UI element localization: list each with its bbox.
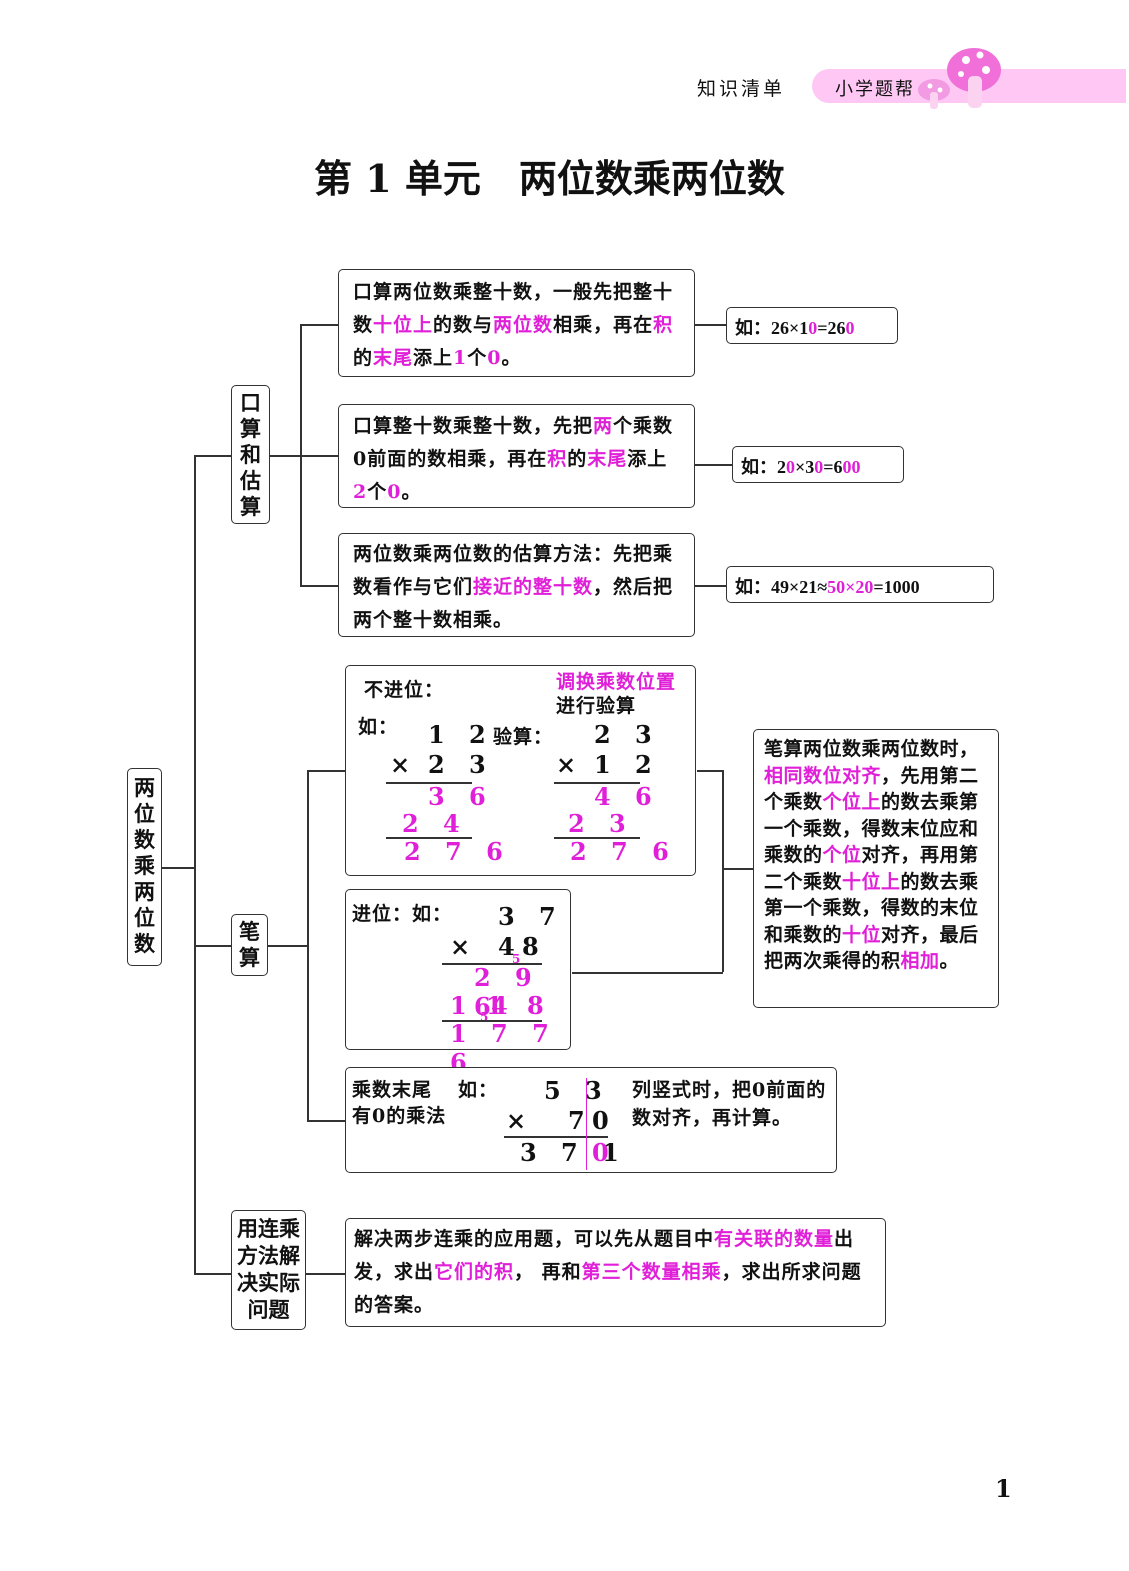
written-zero-end: 乘数末尾 有0的乘法 如： 5 3 × 7 0 3 7 1 0 列竖式时，把0前…	[345, 1067, 837, 1173]
no-carry-title: 不进位：	[364, 679, 445, 701]
chain-rule: 解决两步连乘的应用题，可以先从题目中有关联的数量出发，求出它们的积， 再和第三个…	[345, 1218, 886, 1327]
oral-rule-estimate: 两位数乘两位数的估算方法：先把乘数看作与它们接近的整十数，然后把两个整十数相乘。	[338, 533, 695, 637]
page-title: 第 1 单元 两位数乘两位数	[314, 156, 785, 201]
branch-written: 笔算	[231, 914, 268, 976]
mushroom-icon	[918, 48, 1001, 109]
page-number: 1	[995, 1474, 1012, 1503]
check-label: 验算：	[493, 726, 554, 748]
oral-example-1: 如：26×10=260	[726, 307, 898, 344]
oral-example-2: 如：20×30=600	[732, 446, 904, 483]
no-carry-eg: 如：	[358, 716, 399, 738]
oral-rule-2: 口算整十数乘整十数，先把两个乘数0前面的数相乘，再在积的末尾添上2个0。	[338, 404, 695, 508]
header-badge: 小学题帮	[835, 79, 915, 100]
branch-chain-multiplication: 用连乘方法解 决实际问题	[231, 1210, 306, 1330]
branch-oral-estimate: 口算和 估算	[231, 385, 270, 524]
header-left-text: 知识清单	[697, 78, 786, 100]
root-topic: 两位数 乘两位数	[127, 768, 162, 966]
oral-example-3: 如：49×21≈50×20=1000	[726, 566, 994, 603]
written-no-carry: 不进位： 如： 1 2 × 2 3 3 6 2 4 2 7 6 调换乘数位置 进…	[345, 665, 696, 876]
swap-note: 调换乘数位置	[556, 671, 677, 693]
verify-note: 进行验算	[556, 695, 637, 717]
oral-rule-1: 口算两位数乘整十数，一般先把整十数十位上的数与两位数相乘，再在积的末尾添上1个0…	[338, 269, 695, 377]
written-carry: 进位：如： 3 7 × 4 5 8 2 9 6 1 4 5 1 8 1 7 7 …	[345, 889, 571, 1077]
written-rule: 笔算两位数乘两位数时，相同数位对齐，先用第二个乘数个位上的数去乘第一个乘数，得数…	[753, 729, 999, 1008]
